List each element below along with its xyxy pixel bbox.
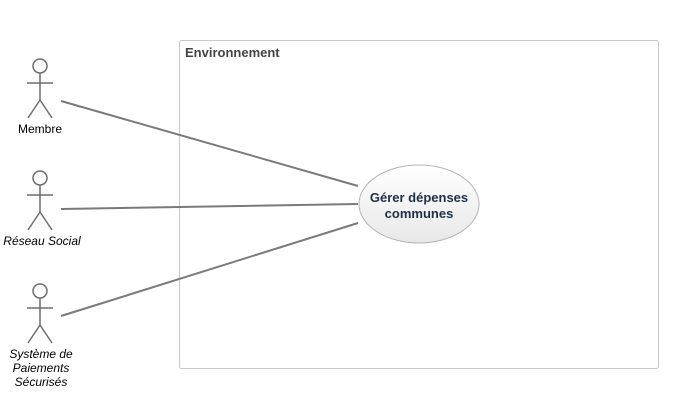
actor-label-systeme-line-1: Système de	[9, 347, 73, 361]
use-case-gerer-depenses[interactable]: Gérer dépenses communes	[358, 164, 480, 244]
actor-label-systeme-line-2: Paiements	[13, 361, 70, 375]
actor-label-systeme-line-3: Sécurisés	[15, 375, 68, 389]
actor-reseau-social[interactable]	[27, 170, 53, 231]
actor-systeme-paiements[interactable]	[27, 283, 53, 344]
use-case-label-line-2: communes	[385, 206, 454, 221]
actor-membre[interactable]	[27, 58, 53, 119]
associations	[60, 100, 359, 317]
association-systeme-paiements	[60, 222, 359, 317]
association-reseau-social	[60, 203, 359, 210]
association-membre	[60, 100, 359, 187]
stick-figure-icon	[27, 283, 53, 344]
actor-label-membre: Membre	[18, 122, 62, 136]
use-case-ellipse[interactable]	[358, 164, 480, 244]
actor-label-reseau-social: Réseau Social	[3, 234, 81, 248]
stick-figure-icon	[27, 58, 53, 119]
system-boundary-title: Environnement	[185, 45, 280, 60]
use-case-label-line-1: Gérer dépenses	[370, 190, 468, 205]
stick-figure-icon	[27, 170, 53, 231]
